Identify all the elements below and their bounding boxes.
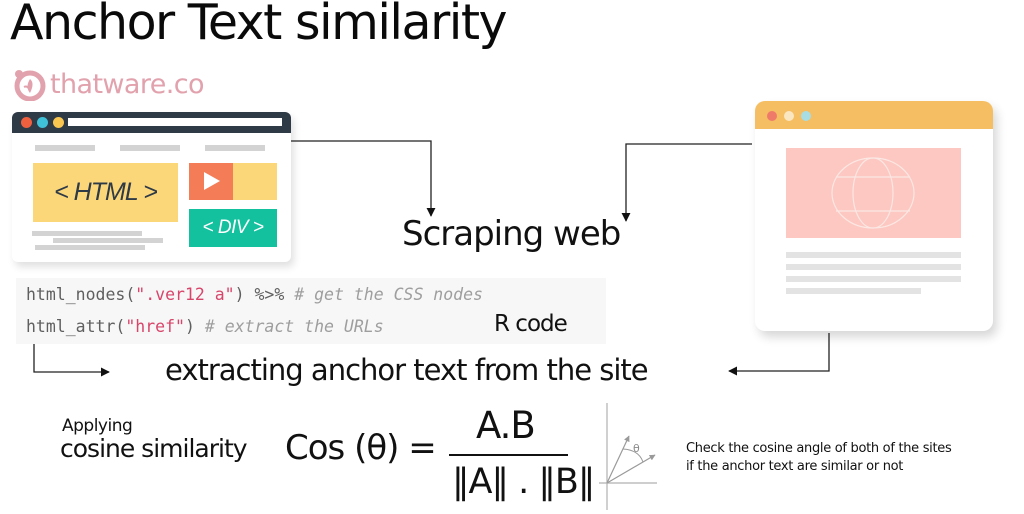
r-code-block: html_nodes(".ver12 a") %>% # get the CSS…: [16, 278, 606, 344]
source-website-mockup: < HTML > < DIV >: [12, 112, 291, 262]
angle-arc: [622, 448, 644, 463]
text-placeholder: [53, 238, 163, 243]
formula-caption-cosine: cosine similarity: [60, 434, 248, 463]
address-bar: [68, 118, 282, 126]
arrow-target-to-extracting: [728, 333, 830, 376]
nav-placeholder: [35, 145, 95, 151]
vector-a: [606, 435, 630, 484]
text-placeholder: [786, 252, 961, 258]
text-placeholder: [32, 231, 142, 236]
note-line-2: if the anchor text are similar or not: [686, 459, 904, 474]
code-line-2: html_attr("href") # extract the URLs: [26, 317, 384, 336]
code-string: "href": [125, 317, 185, 336]
code-operator: ): [184, 317, 205, 336]
scraping-web-label: Scraping web: [402, 214, 621, 254]
arrow-target-to-scraping: [621, 143, 752, 222]
html-block: < HTML >: [33, 163, 178, 222]
div-block: < DIV >: [189, 209, 277, 247]
window-dot-red: [21, 117, 32, 128]
extracting-anchor-text-label: extracting anchor text from the site: [165, 353, 649, 387]
window-dot-blue: [37, 117, 48, 128]
code-comment: # get the CSS nodes: [294, 285, 483, 304]
vector-b: [606, 454, 656, 484]
r-code-label: R code: [494, 311, 568, 337]
nav-placeholder: [205, 145, 265, 151]
text-placeholder: [786, 264, 961, 270]
page-title: Anchor Text similarity: [10, 0, 508, 51]
nav-placeholder: [120, 145, 180, 151]
window-dot-yellow: [53, 117, 64, 128]
code-operator: ) %>%: [234, 285, 295, 304]
brand-name: thatware.co: [50, 68, 205, 100]
code-fn: html_attr(: [26, 317, 126, 336]
theta-label: θ: [633, 442, 640, 455]
arrow-code-to-extracting: [33, 344, 110, 377]
formula-lhs: Cos (θ) =: [285, 428, 437, 468]
window-dot-cream: [784, 111, 794, 121]
code-comment: # extract the URLs: [204, 317, 384, 336]
play-icon: [204, 172, 220, 190]
text-placeholder: [786, 276, 961, 282]
brand-logo: thatware.co: [10, 67, 205, 102]
text-placeholder: [35, 245, 145, 250]
fraction-bar: [449, 454, 568, 456]
cosine-angle-diagram: θ: [599, 403, 657, 510]
note-line-1: Check the cosine angle of both of the si…: [686, 441, 952, 456]
browser-titlebar: [12, 112, 291, 133]
thatware-logo-icon: [10, 67, 48, 102]
formula-caption-applying: Applying: [62, 416, 133, 436]
code-fn: html_nodes(: [26, 285, 136, 304]
browser-titlebar: [755, 101, 993, 129]
formula-numerator: A.B: [476, 404, 536, 447]
media-block: [189, 163, 277, 200]
play-button-block: [189, 163, 233, 200]
code-string: ".ver12 a": [135, 285, 235, 304]
window-dot-blue: [801, 111, 811, 121]
formula-denominator: ‖A‖ . ‖B‖: [452, 462, 595, 502]
text-placeholder: [786, 288, 921, 294]
hero-image: [786, 148, 961, 238]
target-website-mockup: [755, 101, 993, 331]
globe-icon: [831, 157, 915, 229]
code-line-1: html_nodes(".ver12 a") %>% # get the CSS…: [26, 285, 483, 304]
window-dot-red: [767, 111, 777, 121]
arrow-source-to-scraping: [291, 140, 436, 217]
